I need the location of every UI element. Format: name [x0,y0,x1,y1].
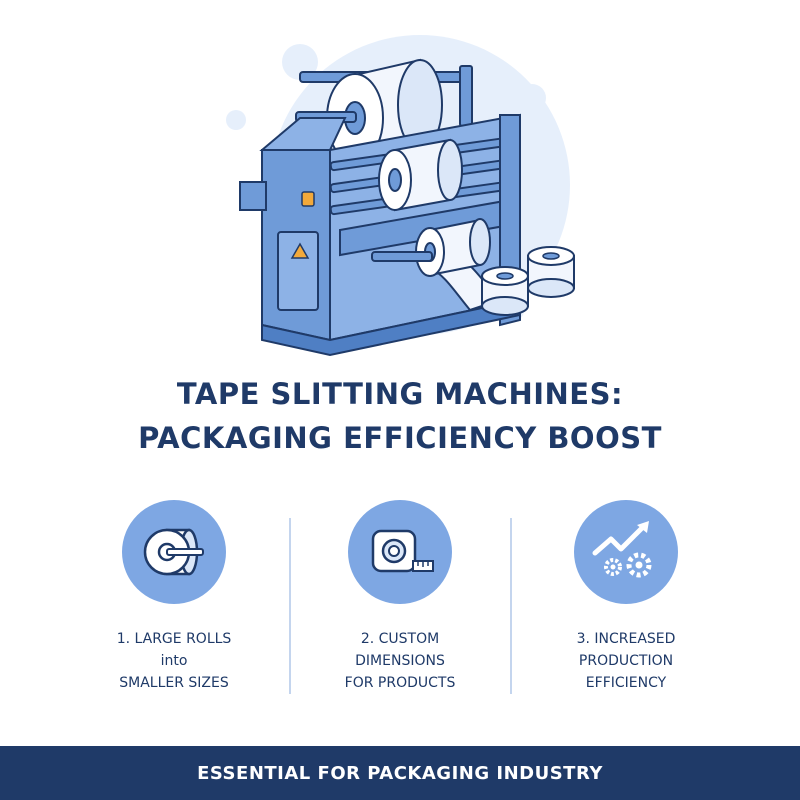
feature-label-line: 1. LARGE ROLLS [116,631,232,647]
feature-icon-circle [122,500,226,604]
tape-slitting-machine-illustration [226,35,575,357]
feature-item-2: 2. CUSTOM DIMENSIONS FOR PRODUCTS [300,500,500,694]
feature-item-3: 3. INCREASED PRODUCTION EFFICIENCY [526,500,726,694]
measuring-tape-icon [371,529,434,573]
hero-illustration [0,0,800,370]
divider [510,518,512,694]
feature-icon-circle [574,500,678,604]
feature-label: 3. INCREASED PRODUCTION EFFICIENCY [526,628,726,694]
feature-label-line: DIMENSIONS [355,653,445,669]
feature-label-line: PRODUCTION [578,653,674,669]
footer-banner: ESSENTIAL FOR PACKAGING INDUSTRY [0,746,800,800]
feature-label-line: FOR PRODUCTS [344,675,456,691]
feature-icon-circle [348,500,452,604]
footer-text: ESSENTIAL FOR PACKAGING INDUSTRY [197,762,603,784]
tape-roll-icon [143,528,204,576]
feature-label: 2. CUSTOM DIMENSIONS FOR PRODUCTS [300,628,500,694]
features-section: 1. LARGE ROLLS into SMALLER SIZES 2. CUS… [0,500,800,700]
feature-label: 1. LARGE ROLLS into SMALLER SIZES [74,628,274,694]
divider [289,518,291,694]
feature-label-line: EFFICIENCY [585,675,667,691]
page-title: TAPE SLITTING MACHINES: PACKAGING EFFICI… [0,372,800,460]
small-roll-icon [527,246,575,298]
small-roll-icon [481,266,529,316]
feature-label-line: into [160,653,188,669]
feature-label-line: 2. CUSTOM [360,631,440,647]
title-line-2: PACKAGING EFFICIENCY BOOST [138,421,662,455]
title-line-1: TAPE SLITTING MACHINES: [176,377,624,411]
feature-label-line: 3. INCREASED [576,631,676,647]
growth-chart-gears-icon [592,521,652,578]
feature-item-1: 1. LARGE ROLLS into SMALLER SIZES [74,500,274,694]
feature-label-line: SMALLER SIZES [119,675,229,691]
